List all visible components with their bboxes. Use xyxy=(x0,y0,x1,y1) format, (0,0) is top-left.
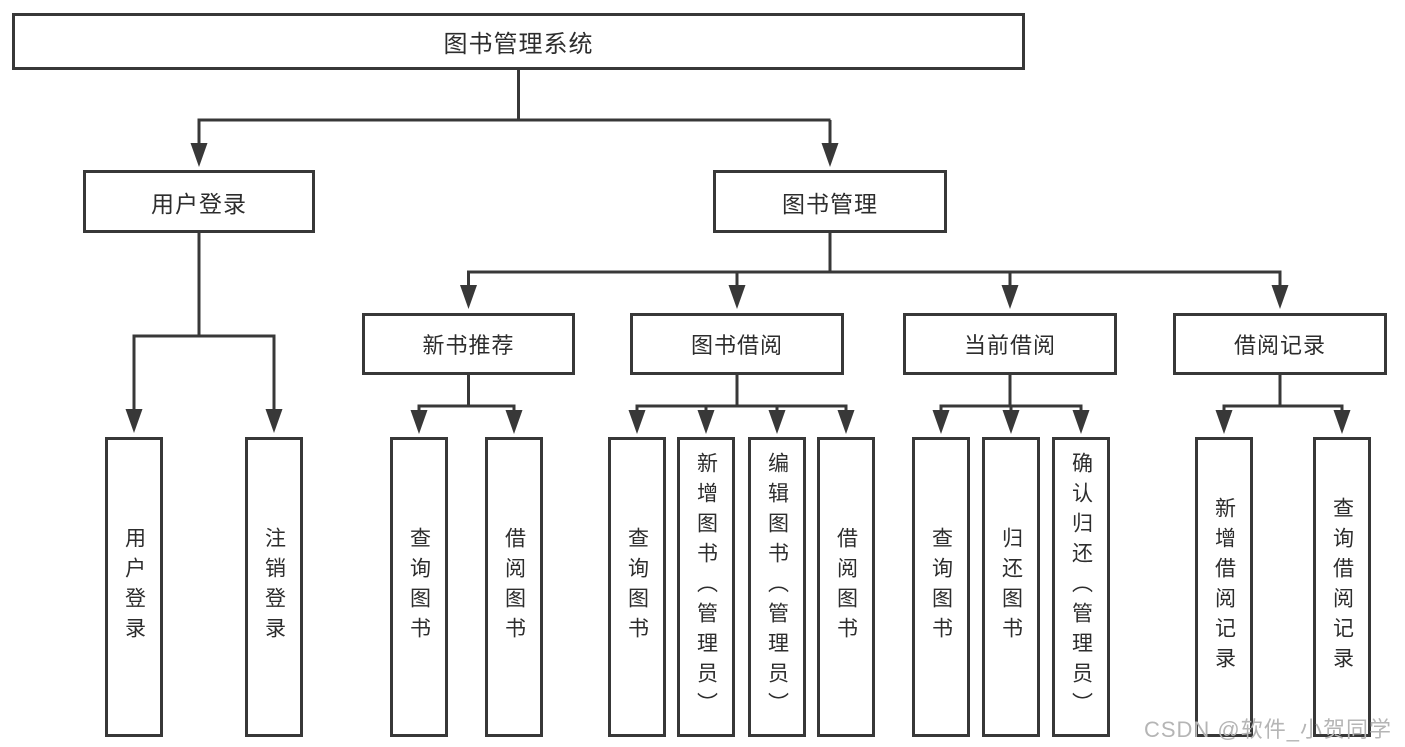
arrowhead xyxy=(628,410,646,434)
arrowhead xyxy=(1002,410,1020,434)
leaf-user-login-label: 用户登录 xyxy=(122,527,146,647)
watermark: CSDN @软件_小贺同学 xyxy=(1143,717,1392,742)
leaf-user-login: 用户登录 xyxy=(105,437,163,737)
arrowhead xyxy=(1072,410,1090,434)
leaf-nbr-borrow-books-label: 借阅图书 xyxy=(502,527,526,647)
node-book-borrowing-label: 图书借阅 xyxy=(690,333,783,358)
node-user-login-label: 用户登录 xyxy=(151,190,247,217)
arrowhead xyxy=(190,143,208,167)
arrowhead xyxy=(697,410,715,434)
arrowhead xyxy=(265,409,283,433)
leaf-cb-confirm-return-admin: 确认归还（管理员） xyxy=(1052,437,1110,737)
node-root-label: 图书管理系统 xyxy=(443,31,594,58)
connector-new-book-recommend xyxy=(410,374,523,434)
node-root: 图书管理系统 xyxy=(12,13,1025,70)
connector-root xyxy=(190,70,839,167)
connector-borrow-records xyxy=(1215,374,1351,434)
node-new-book-recommend: 新书推荐 xyxy=(362,313,575,375)
leaf-nbr-query-books-label: 查询图书 xyxy=(407,527,431,647)
leaf-nbr-query-books: 查询图书 xyxy=(390,437,448,737)
leaf-bb-query-books: 查询图书 xyxy=(608,437,666,737)
arrowhead xyxy=(768,410,786,434)
node-book-management: 图书管理 xyxy=(713,170,947,233)
leaf-cb-return-books: 归还图书 xyxy=(982,437,1040,737)
leaf-logout: 注销登录 xyxy=(245,437,303,737)
arrowhead xyxy=(1001,285,1019,309)
leaf-bb-edit-books-admin: 编辑图书（管理员） xyxy=(748,437,806,737)
node-borrow-records: 借阅记录 xyxy=(1173,313,1387,375)
leaf-br-add-record: 新增借阅记录 xyxy=(1195,437,1253,737)
leaf-bb-add-books-admin: 新增图书（管理员） xyxy=(677,437,735,737)
arrowhead xyxy=(1215,410,1233,434)
arrowhead xyxy=(1333,410,1351,434)
node-book-borrowing: 图书借阅 xyxy=(630,313,844,375)
connector-current-borrowing xyxy=(932,374,1090,434)
node-new-book-recommend-label: 新书推荐 xyxy=(422,333,515,358)
connector-user-login xyxy=(125,233,283,433)
connector-book-management xyxy=(460,233,1289,309)
leaf-bb-borrow-books: 借阅图书 xyxy=(817,437,875,737)
arrowhead xyxy=(821,143,839,167)
leaf-br-query-record: 查询借阅记录 xyxy=(1313,437,1371,737)
arrowhead xyxy=(1271,285,1289,309)
leaf-cb-query-books: 查询图书 xyxy=(912,437,970,737)
leaf-br-add-record-label: 新增借阅记录 xyxy=(1212,497,1236,677)
node-current-borrowing: 当前借阅 xyxy=(903,313,1117,375)
leaf-br-query-record-label: 查询借阅记录 xyxy=(1330,497,1354,677)
arrowhead xyxy=(837,410,855,434)
leaf-nbr-borrow-books: 借阅图书 xyxy=(485,437,543,737)
leaf-bb-add-books-admin-label: 新增图书（管理员） xyxy=(694,452,718,722)
arrowhead xyxy=(932,410,950,434)
leaf-logout-label: 注销登录 xyxy=(262,527,286,647)
arrowhead xyxy=(505,410,523,434)
leaf-cb-query-books-label: 查询图书 xyxy=(929,527,953,647)
node-borrow-records-label: 借阅记录 xyxy=(1233,333,1326,358)
leaf-cb-return-books-label: 归还图书 xyxy=(999,527,1023,647)
leaf-cb-confirm-return-admin-label: 确认归还（管理员） xyxy=(1069,452,1093,722)
leaf-bb-borrow-books-label: 借阅图书 xyxy=(834,527,858,647)
arrowhead xyxy=(410,410,428,434)
arrowhead xyxy=(460,285,477,309)
node-book-management-label: 图书管理 xyxy=(782,190,878,217)
node-current-borrowing-label: 当前借阅 xyxy=(963,333,1056,358)
arrowhead xyxy=(125,409,143,433)
node-user-login: 用户登录 xyxy=(83,170,315,233)
arrowhead xyxy=(728,285,746,309)
connector-book-borrowing xyxy=(628,374,855,434)
leaf-bb-edit-books-admin-label: 编辑图书（管理员） xyxy=(765,452,789,722)
leaf-bb-query-books-label: 查询图书 xyxy=(625,527,649,647)
